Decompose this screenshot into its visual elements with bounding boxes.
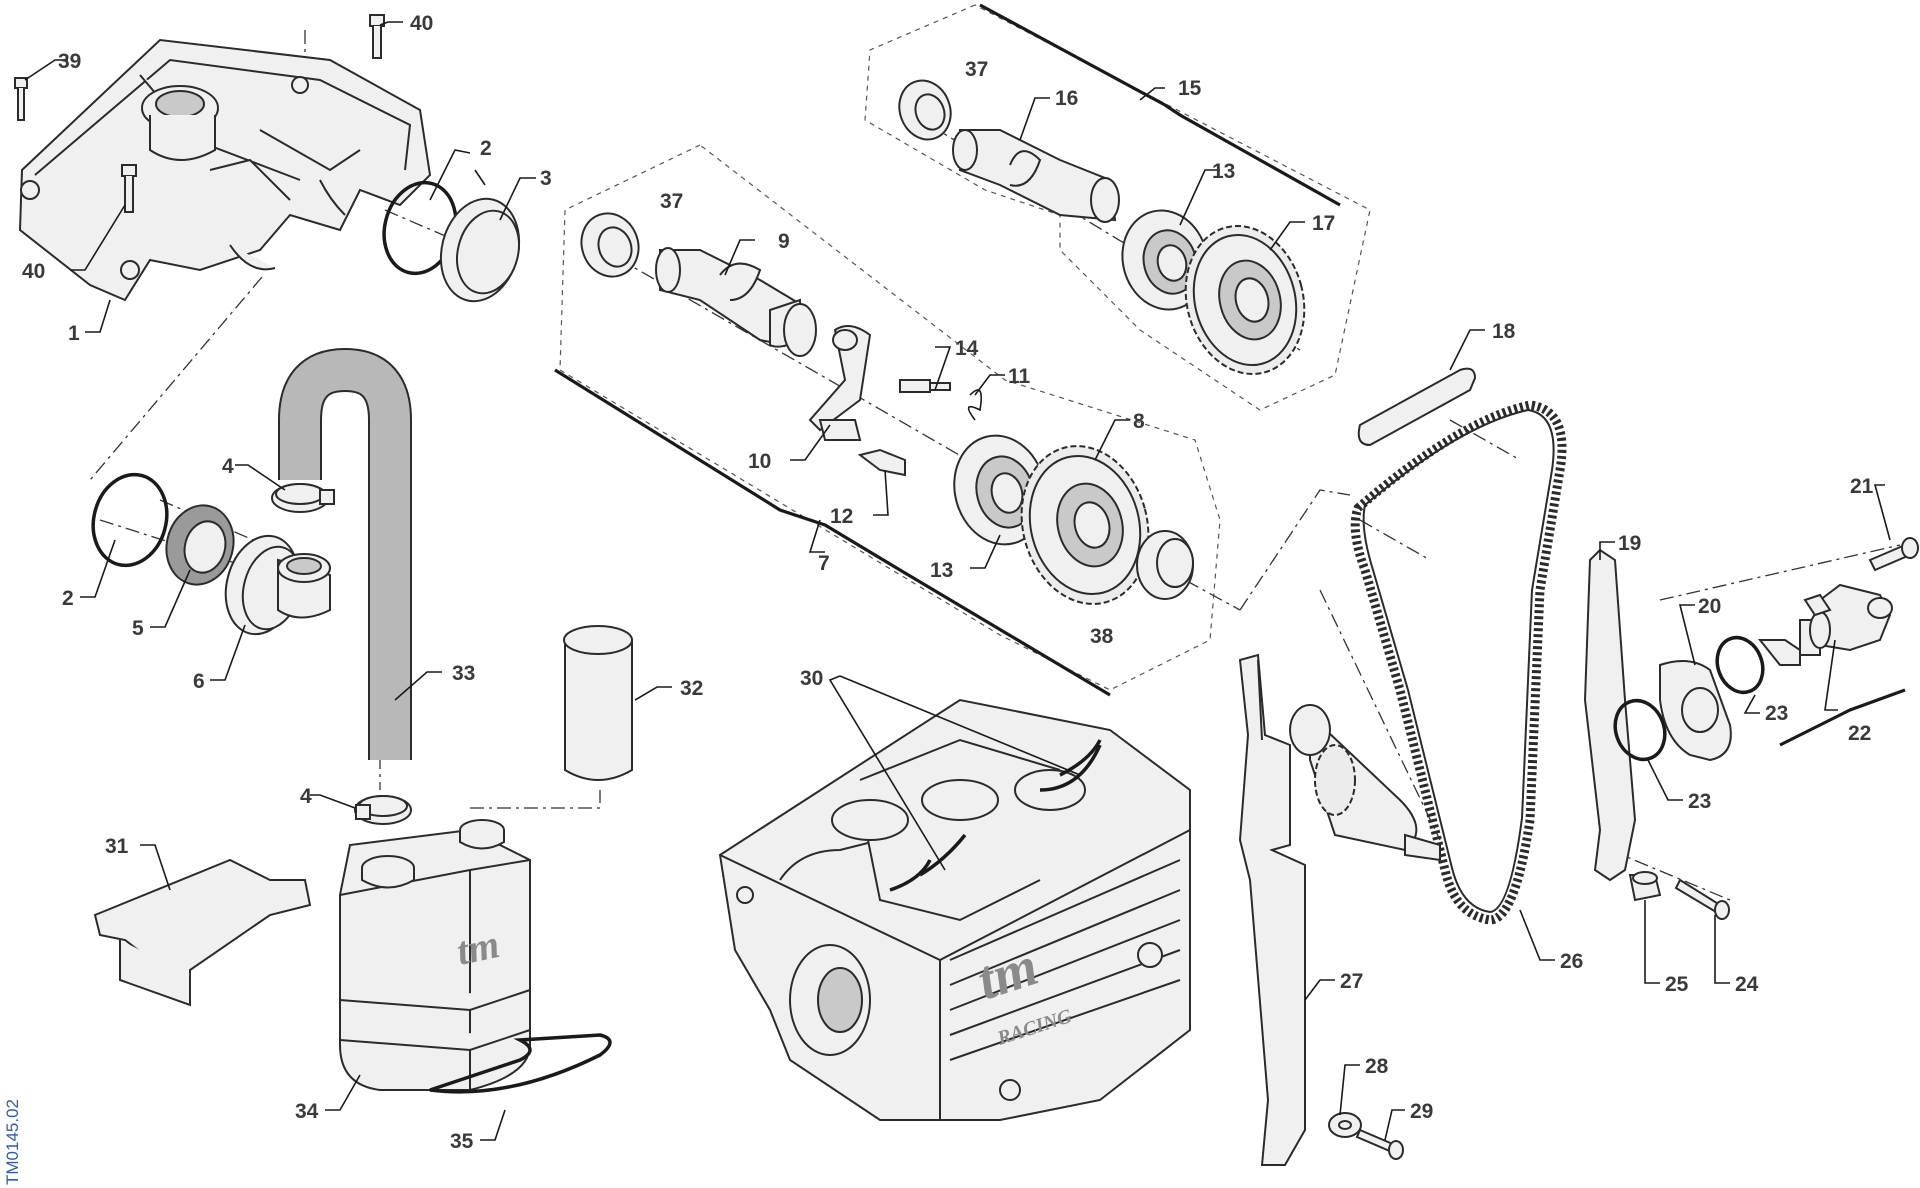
callout-18: 18 bbox=[1492, 320, 1516, 343]
decompressor-shaft bbox=[857, 448, 906, 477]
callout-2-upper: 2 bbox=[480, 137, 492, 160]
callout-14: 14 bbox=[955, 337, 979, 360]
callout-9: 9 bbox=[778, 230, 790, 253]
callout-2-lower: 2 bbox=[62, 587, 74, 610]
callout-11: 11 bbox=[1008, 365, 1031, 388]
callout-13-exhaust: 13 bbox=[1212, 160, 1235, 183]
callout-27: 27 bbox=[1340, 970, 1363, 993]
bearing-37-exhaust bbox=[898, 79, 952, 141]
callout-29: 29 bbox=[1410, 1100, 1433, 1123]
brace-group-15 bbox=[979, 3, 1341, 207]
callout-37-intake: 37 bbox=[660, 190, 683, 213]
callout-34: 34 bbox=[295, 1100, 319, 1123]
fixed-chain-guide bbox=[1238, 653, 1306, 1166]
callout-33: 33 bbox=[452, 662, 475, 685]
callout-31: 31 bbox=[105, 835, 129, 858]
callout-35: 35 bbox=[450, 1130, 474, 1153]
callout-40-top: 40 bbox=[410, 12, 433, 35]
catch-tank: tm bbox=[339, 819, 531, 1091]
bearing-shell-3 bbox=[1039, 744, 1102, 792]
exhaust-cam-sprocket bbox=[1184, 225, 1306, 375]
group-outline-exhaust-camshaft bbox=[864, 4, 1371, 411]
callout-10: 10 bbox=[748, 450, 771, 473]
catch-tank-logo: tm bbox=[453, 921, 504, 974]
callout-1: 1 bbox=[68, 322, 80, 345]
upper-chain-guide bbox=[1357, 367, 1477, 447]
callout-7: 7 bbox=[818, 552, 830, 575]
bearing-shell-1 bbox=[889, 859, 932, 892]
callout-5: 5 bbox=[132, 617, 144, 640]
bearing-37-intake bbox=[580, 212, 640, 278]
tensioner-gasket bbox=[1659, 660, 1732, 762]
callout-23-lower: 23 bbox=[1688, 790, 1711, 813]
intake-cam-sprocket bbox=[1020, 445, 1150, 605]
o-ring-lower bbox=[91, 472, 169, 568]
callout-38: 38 bbox=[1090, 625, 1114, 648]
o-ring-23-lower bbox=[1613, 698, 1667, 762]
exhaust-camshaft bbox=[952, 129, 1120, 223]
crankshaft-sprocket bbox=[1289, 704, 1441, 862]
callout-26: 26 bbox=[1560, 950, 1583, 973]
callout-8: 8 bbox=[1133, 410, 1145, 433]
callout-24: 24 bbox=[1735, 973, 1759, 996]
hose-sleeve bbox=[563, 625, 633, 781]
guide-bolt-29 bbox=[1355, 1128, 1404, 1160]
callout-25: 25 bbox=[1665, 973, 1689, 996]
callout-39: 39 bbox=[58, 50, 81, 73]
callout-22: 22 bbox=[1848, 722, 1871, 745]
bearing-shell-2 bbox=[919, 833, 967, 877]
callout-3: 3 bbox=[540, 167, 552, 190]
callout-20: 20 bbox=[1698, 595, 1721, 618]
hose-clamp-upper bbox=[271, 483, 335, 513]
brace-group-22 bbox=[1779, 688, 1906, 747]
decompressor-weight bbox=[808, 325, 872, 432]
group-outline-intake-camshaft bbox=[559, 144, 1221, 691]
decompressor-spring bbox=[967, 389, 983, 421]
cam-bushing-38 bbox=[1136, 530, 1194, 600]
hose-clamp-lower bbox=[354, 795, 412, 825]
callout-21: 21 bbox=[1850, 475, 1874, 498]
callout-23-upper: 23 bbox=[1765, 702, 1788, 725]
breather-seal bbox=[165, 504, 235, 586]
callout-13-intake: 13 bbox=[930, 559, 953, 582]
callout-4-upper: 4 bbox=[222, 455, 234, 478]
callout-4-lower: 4 bbox=[300, 785, 312, 808]
tensioner-rail bbox=[1583, 548, 1637, 882]
breather-hose bbox=[278, 347, 412, 760]
rail-bolt-24 bbox=[1674, 878, 1730, 920]
cover-bolt-39 bbox=[14, 77, 28, 121]
callout-6: 6 bbox=[193, 670, 205, 693]
o-ring-23-upper bbox=[1715, 635, 1765, 695]
callout-15: 15 bbox=[1178, 77, 1202, 100]
callout-12: 12 bbox=[830, 505, 853, 528]
leader-lines bbox=[24, 21, 1891, 1141]
diagram-reference-code: TM0145.02 bbox=[3, 1099, 22, 1185]
guide-washer-28 bbox=[1328, 1112, 1362, 1138]
tank-gasket bbox=[429, 1033, 612, 1094]
callout-32: 32 bbox=[680, 677, 703, 700]
callout-19: 19 bbox=[1618, 532, 1641, 555]
chain-tensioner bbox=[1757, 583, 1893, 666]
decompressor-pin bbox=[899, 379, 951, 393]
callout-17: 17 bbox=[1312, 212, 1335, 235]
timing-chain bbox=[1350, 400, 1567, 925]
valve-cover bbox=[18, 38, 432, 302]
callout-30: 30 bbox=[800, 667, 823, 690]
callout-28: 28 bbox=[1365, 1055, 1389, 1078]
breather-fitting bbox=[224, 534, 331, 636]
intake-camshaft bbox=[655, 247, 817, 357]
brace-group-7 bbox=[554, 368, 1111, 697]
cover-bolt-40-top bbox=[369, 14, 385, 59]
bearing-shell-4 bbox=[1059, 739, 1102, 777]
rail-spacer-25 bbox=[1628, 871, 1662, 902]
inspection-plug-upper bbox=[439, 197, 521, 303]
callout-37-exhaust: 37 bbox=[965, 58, 988, 81]
tank-bracket bbox=[93, 858, 312, 1007]
callout-16: 16 bbox=[1055, 87, 1078, 110]
cover-bolt-40-side bbox=[121, 164, 137, 213]
callout-40-side: 40 bbox=[22, 260, 45, 283]
tensioner-cap-bolt bbox=[1868, 537, 1919, 572]
cylinder-head: tm RACING bbox=[718, 698, 1191, 1121]
